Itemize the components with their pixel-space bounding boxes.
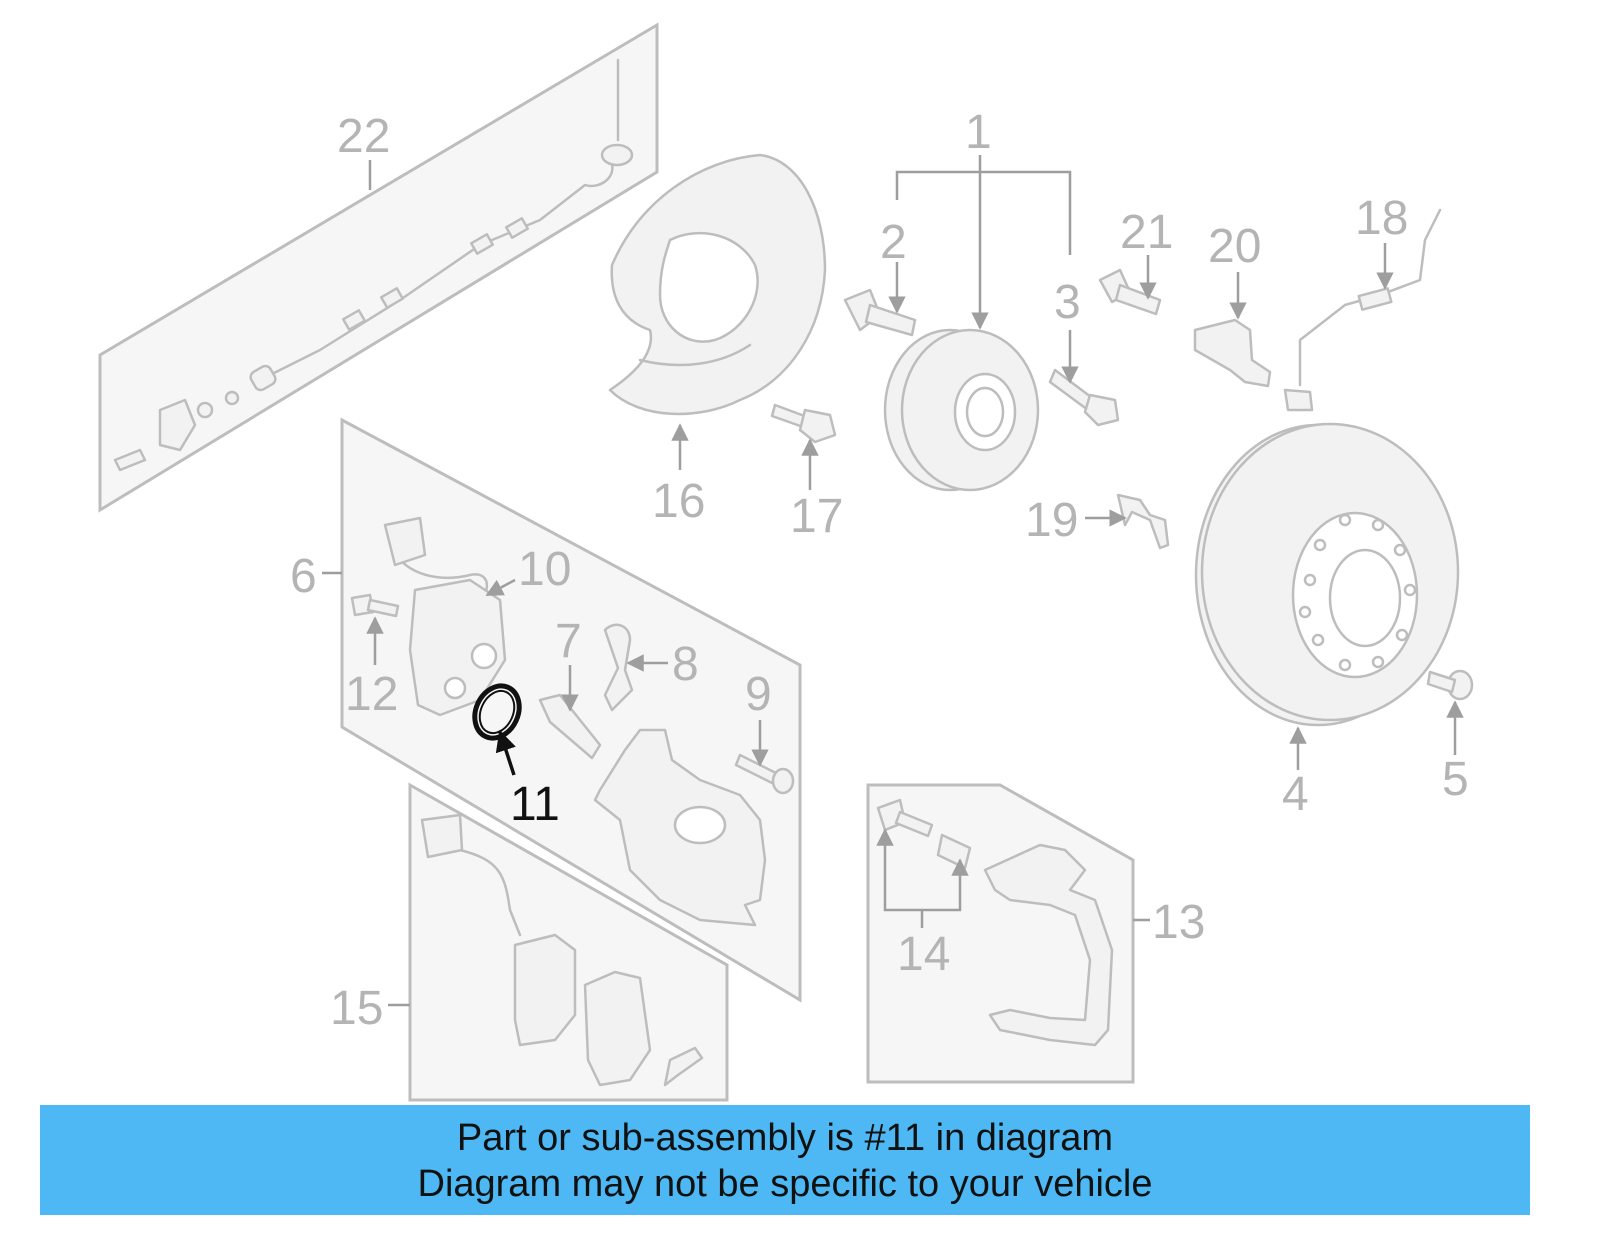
callout-labels: 1 2 3 4 5 6 7 8 9 10 11 12 13 14 15 16 1… <box>290 106 1469 1035</box>
dust-shield <box>608 153 827 416</box>
callout-6: 6 <box>290 550 317 603</box>
callout-5: 5 <box>1442 753 1469 806</box>
info-banner: Part or sub-assembly is #11 in diagram D… <box>40 1105 1530 1215</box>
callout-7: 7 <box>555 615 582 668</box>
callout-8: 8 <box>672 638 699 691</box>
callout-16: 16 <box>652 475 705 528</box>
wheel-hub <box>883 328 1040 492</box>
bolt-17 <box>770 403 837 444</box>
carrier-panel <box>866 783 1135 1084</box>
callout-2: 2 <box>880 216 907 269</box>
callout-17: 17 <box>790 490 843 543</box>
callout-9: 9 <box>745 668 772 721</box>
pads-panel <box>408 782 729 1102</box>
banner-part-note: Part or sub-assembly is #11 in diagram <box>456 1117 1114 1159</box>
callout-10: 10 <box>518 543 571 596</box>
bolt-3 <box>1048 368 1120 427</box>
callout-3: 3 <box>1054 276 1081 329</box>
callout-21: 21 <box>1120 206 1173 259</box>
callout-11: 11 <box>510 778 560 831</box>
callout-14: 14 <box>897 928 950 981</box>
callout-20: 20 <box>1208 220 1261 273</box>
callout-1: 1 <box>965 106 992 159</box>
hub-bolt <box>843 288 917 337</box>
callout-15: 15 <box>330 982 383 1035</box>
spring-clip <box>1116 493 1170 550</box>
callout-18: 18 <box>1355 192 1408 245</box>
harness-panel <box>98 22 659 513</box>
seal-ring-11 <box>472 683 522 776</box>
banner-disclaimer: Diagram may not be specific to your vehi… <box>417 1163 1153 1205</box>
callout-12: 12 <box>345 668 398 721</box>
callout-22: 22 <box>337 110 390 163</box>
callout-13: 13 <box>1152 896 1205 949</box>
speed-sensor <box>1193 318 1272 388</box>
brake-disc <box>1194 422 1460 727</box>
bolt-21 <box>1098 268 1162 316</box>
disc-screw <box>1426 669 1474 701</box>
callout-19: 19 <box>1025 494 1078 547</box>
leader-lines <box>322 155 1464 1007</box>
callout-4: 4 <box>1282 768 1309 821</box>
brake-hose <box>1283 208 1442 412</box>
